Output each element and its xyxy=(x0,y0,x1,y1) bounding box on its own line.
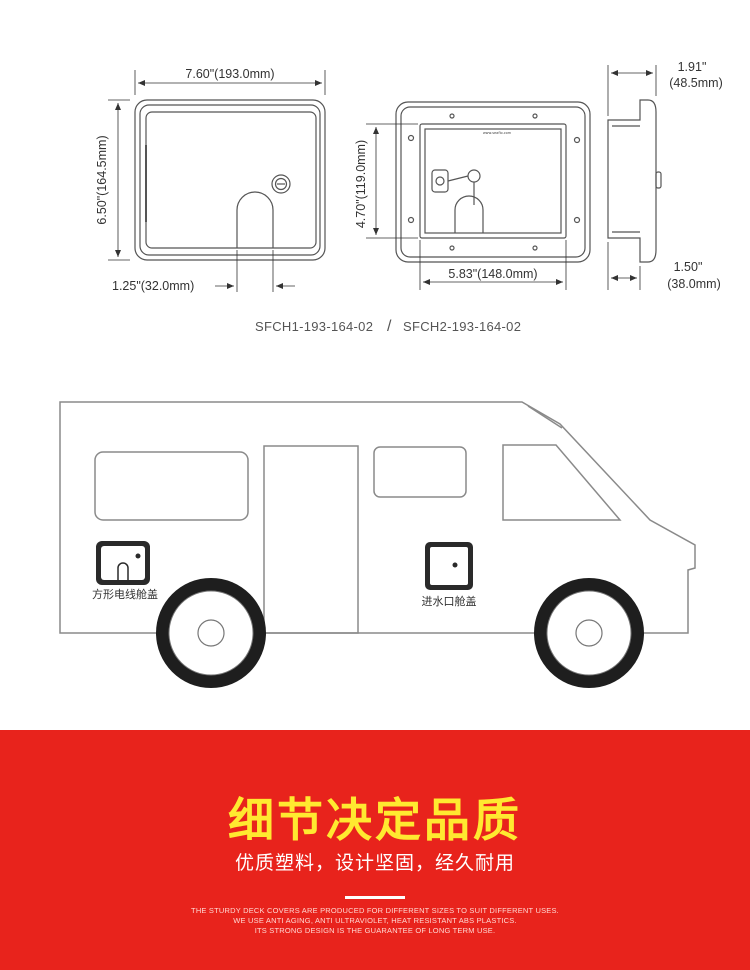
front-view-cover xyxy=(134,99,326,261)
side-bottom-inch-label: 1.50" xyxy=(674,260,703,274)
side-depth-mm-label: (48.5mm) xyxy=(669,76,722,90)
water-cover-label: 进水口舱盖 xyxy=(422,594,477,608)
banner-english-line-3: ITS STRONG DESIGN IS THE GUARANTEE OF LO… xyxy=(254,926,496,935)
promo-banner: 细节决定品质 优质塑料，设计坚固，经久耐用 THE STURDY DECK CO… xyxy=(0,730,750,970)
van-wheels xyxy=(156,578,644,688)
model-number-1: SFCH1-193-164-02 xyxy=(255,319,373,334)
van-power-cover-icon xyxy=(96,541,150,585)
front-height-label: 6.50"(164.5mm) xyxy=(95,135,109,224)
slot-offset-label: 1.25"(32.0mm) xyxy=(112,279,194,293)
model-separator: / xyxy=(387,318,392,335)
banner-divider xyxy=(345,896,405,899)
plate-brand-text: www.seaflo.com xyxy=(483,131,512,135)
van-illustration xyxy=(59,401,696,634)
banner-title: 细节决定品质 xyxy=(228,793,522,847)
banner-english-line-2: WE USE ANTI AGING, ANTI ULTRAVIOLET, HEA… xyxy=(233,916,517,925)
side-depth-inch-label: 1.91" xyxy=(678,60,707,74)
model-number-2: SFCH2-193-164-02 xyxy=(403,319,521,334)
banner-english-line-1: THE STURDY DECK COVERS ARE PRODUCED FOR … xyxy=(191,906,559,915)
inner-width-label: 5.83"(148.0mm) xyxy=(448,267,537,281)
banner-subtitle: 优质塑料，设计坚固，经久耐用 xyxy=(234,852,515,874)
banner-english-text: THE STURDY DECK COVERS ARE PRODUCED FOR … xyxy=(0,906,750,936)
front-width-label: 7.60"(193.0mm) xyxy=(185,67,274,81)
rear-view-dimensions xyxy=(366,123,567,290)
side-view-cover xyxy=(607,99,662,263)
rear-view-cover xyxy=(395,101,591,263)
inner-height-label: 4.70"(119.0mm) xyxy=(354,140,368,228)
van-water-cover-icon xyxy=(425,542,473,590)
side-bottom-mm-label: (38.0mm) xyxy=(667,277,720,291)
front-view-dimensions xyxy=(108,70,326,292)
side-view-dimensions xyxy=(607,65,657,290)
technical-drawing: 7.60"(193.0mm) 6.50"(164.5mm) 1.25"(32.0… xyxy=(59,60,723,688)
power-cover-label: 方形电线舱盖 xyxy=(92,587,158,601)
